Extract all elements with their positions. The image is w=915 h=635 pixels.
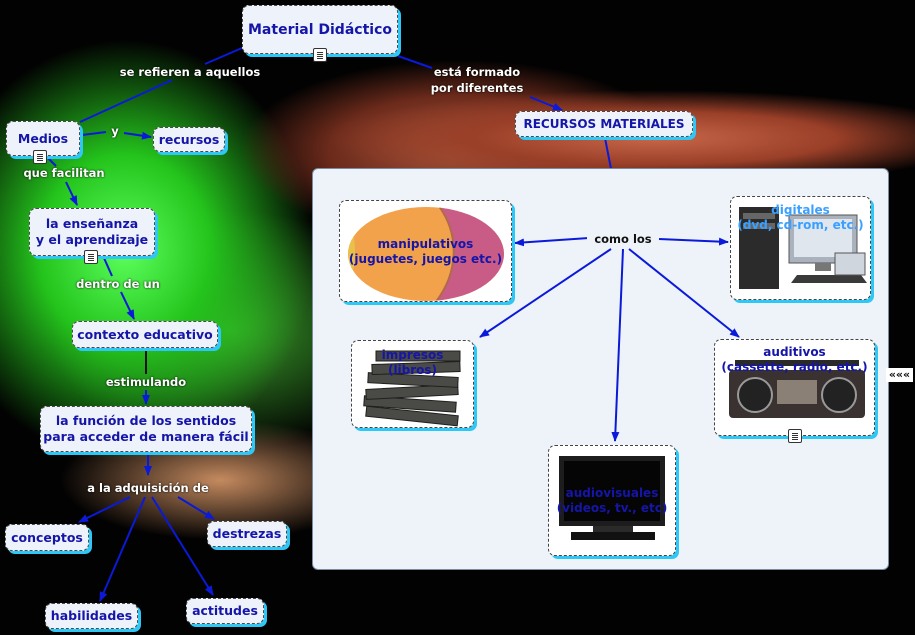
connector-arrow	[514, 237, 590, 247]
connector-arrow	[65, 181, 78, 206]
connector-line	[79, 79, 173, 123]
connector-arrow	[479, 248, 612, 338]
node-recursos-materiales[interactable]: RECURSOS MATERIALES	[515, 111, 693, 137]
node-label: Medios	[17, 130, 69, 146]
connector-arrow	[151, 496, 214, 596]
node-recursos[interactable]: recursos	[153, 127, 225, 152]
node-label: recursos	[158, 131, 220, 147]
link-esta-formado: está formado por diferentes	[430, 65, 524, 95]
connector-arrow	[529, 96, 563, 111]
note-icon[interactable]	[33, 150, 47, 164]
node-habilidades[interactable]: habilidades	[45, 603, 138, 629]
node-label: Material Didáctico	[248, 21, 392, 38]
connector-arrow	[123, 131, 152, 140]
node-label: RECURSOS MATERIALES	[523, 117, 685, 131]
connector-line	[47, 157, 57, 167]
connector-arrow	[628, 248, 740, 338]
connector-line	[81, 131, 107, 136]
node-actitudes[interactable]: actitudes	[186, 598, 264, 624]
node-impresos[interactable]: impresos (libros)	[351, 340, 474, 428]
connector-line	[204, 47, 243, 65]
node-label: manipulativos (juguetes, juegos etc.)	[348, 237, 503, 266]
node-label: habilidades	[50, 608, 133, 623]
link-y: y	[111, 124, 119, 138]
ball-icon	[348, 207, 504, 301]
node-destrezas[interactable]: destrezas	[207, 521, 287, 547]
link-como-los: como los	[587, 231, 659, 247]
node-audiovisuales[interactable]: audiovisuales (videos, tv., etc)	[548, 445, 676, 556]
node-label: impresos (libros)	[381, 348, 444, 377]
recursos-materiales-panel: como los manipulativos (juguetes, juegos…	[312, 168, 889, 570]
link-a-la-adquisicion: a la adquisición de	[87, 481, 209, 495]
node-label: digitales (dvd, cd-rom, etc.)	[737, 203, 864, 232]
node-label: actitudes	[192, 603, 258, 618]
node-manipulativos[interactable]: manipulativos (juguetes, juegos etc.)	[339, 200, 512, 302]
computer-icon	[739, 207, 867, 289]
connector-arrow	[120, 291, 135, 320]
node-label: la enseñanza y el aprendizaje	[35, 216, 149, 247]
node-ensenanza-aprendizaje[interactable]: la enseñanza y el aprendizaje	[29, 208, 155, 256]
link-dentro-de-un: dentro de un	[76, 277, 160, 291]
node-auditivos[interactable]: auditivos (cassette, radio, etc.)	[714, 339, 875, 436]
connector-arrow	[177, 496, 215, 520]
link-se-refieren: se refieren a aquellos	[119, 65, 261, 79]
node-label: audiovisuales (videos, tv., etc)	[556, 486, 668, 515]
node-label: destrezas	[212, 526, 282, 541]
connector-arrow	[78, 496, 131, 523]
node-label: conceptos	[11, 529, 83, 545]
node-label: la función de los sentidos para acceder …	[43, 413, 249, 444]
node-conceptos[interactable]: conceptos	[5, 524, 89, 551]
connector-line	[103, 257, 113, 277]
connector-arrow	[658, 237, 729, 246]
connector-arrow	[611, 248, 624, 442]
connector-line	[397, 55, 433, 69]
note-icon[interactable]	[313, 48, 327, 62]
link-estimulando: estimulando	[105, 375, 187, 389]
panel-connector-layer	[479, 237, 740, 442]
node-label: contexto educativo	[77, 326, 213, 342]
note-icon[interactable]	[84, 250, 98, 264]
note-icon[interactable]	[788, 429, 802, 443]
node-digitales[interactable]: digitales (dvd, cd-rom, etc.)	[730, 196, 871, 300]
boombox-icon	[729, 360, 865, 418]
books-icon	[363, 350, 461, 427]
node-label: auditivos (cassette, radio, etc.)	[721, 345, 868, 374]
tv-icon	[559, 456, 665, 540]
node-contexto-educativo[interactable]: contexto educativo	[72, 321, 218, 348]
node-funcion-sentidos[interactable]: la función de los sentidos para acceder …	[40, 406, 252, 452]
link-que-facilitan: que facilitan	[23, 166, 105, 180]
node-material-didactico[interactable]: Material Didáctico	[242, 5, 398, 54]
connector-arrow	[99, 496, 146, 602]
collapse-button[interactable]: «««	[886, 368, 913, 382]
